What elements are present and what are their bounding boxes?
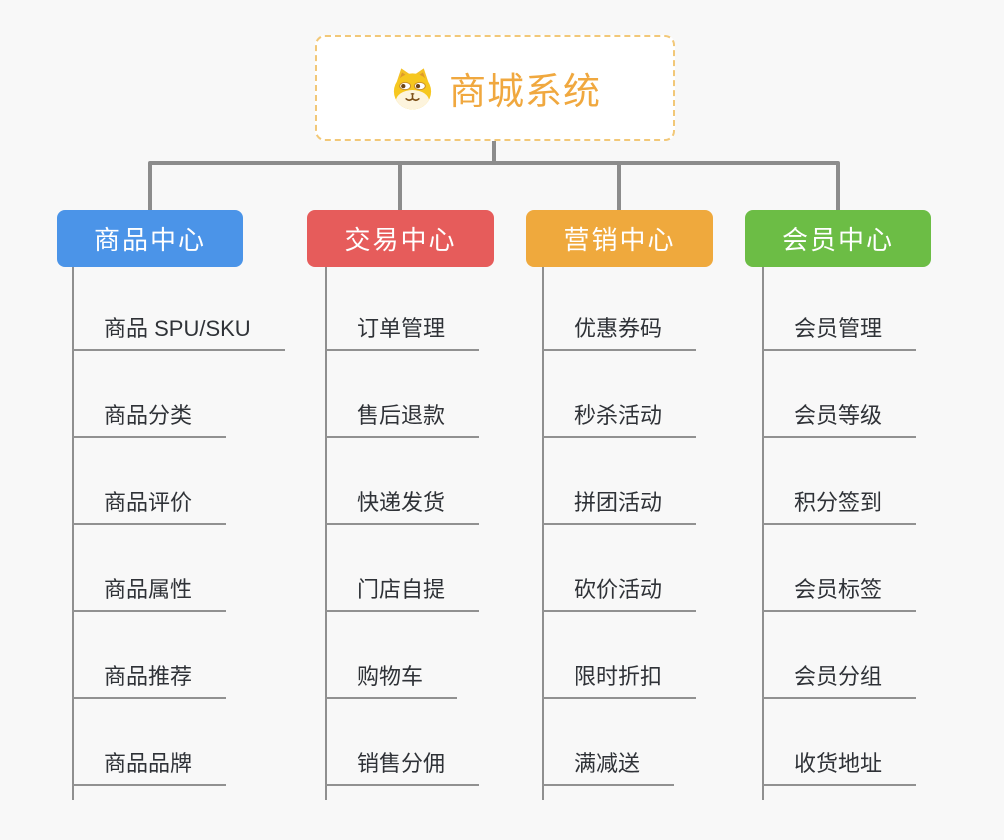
leaf-node[interactable]: 满减送 <box>542 699 675 786</box>
connector-column-trunk <box>325 267 327 800</box>
leaf-node[interactable]: 快递发货 <box>325 438 480 525</box>
root-node-mall-system[interactable]: 商城系统 <box>315 35 675 141</box>
leaf-node[interactable]: 售后退款 <box>325 351 480 438</box>
connector-branch-stub <box>617 163 621 210</box>
leaf-node[interactable]: 会员标签 <box>762 525 917 612</box>
leaf-node[interactable]: 砍价活动 <box>542 525 697 612</box>
connector-branch-stub <box>148 163 152 210</box>
branch-node-trade-center[interactable]: 交易中心 <box>307 210 494 267</box>
shiba-dog-icon <box>393 67 432 110</box>
leaf-node[interactable]: 积分签到 <box>762 438 917 525</box>
leaf-node[interactable]: 门店自提 <box>325 525 480 612</box>
leaf-node[interactable]: 秒杀活动 <box>542 351 697 438</box>
connector-root-stub <box>492 140 496 163</box>
branch-items-trade-center: 订单管理 售后退款 快递发货 门店自提 购物车 销售分佣 <box>325 264 480 786</box>
branch-items-member-center: 会员管理 会员等级 积分签到 会员标签 会员分组 收货地址 <box>762 264 917 786</box>
connector-column-trunk <box>542 267 544 800</box>
leaf-node[interactable]: 会员分组 <box>762 612 917 699</box>
branch-items-marketing-center: 优惠券码 秒杀活动 拼团活动 砍价活动 限时折扣 满减送 <box>542 264 697 786</box>
leaf-node[interactable]: 优惠券码 <box>542 264 697 351</box>
branch-node-product-center[interactable]: 商品中心 <box>57 210 243 267</box>
leaf-node[interactable]: 购物车 <box>325 612 458 699</box>
leaf-node[interactable]: 限时折扣 <box>542 612 697 699</box>
leaf-node[interactable]: 商品品牌 <box>72 699 227 786</box>
leaf-node[interactable]: 会员等级 <box>762 351 917 438</box>
leaf-node[interactable]: 商品 SPU/SKU <box>72 264 285 351</box>
connector-branch-stub <box>836 163 840 210</box>
leaf-node[interactable]: 商品推荐 <box>72 612 227 699</box>
leaf-node[interactable]: 拼团活动 <box>542 438 697 525</box>
leaf-node[interactable]: 商品评价 <box>72 438 227 525</box>
leaf-node[interactable]: 销售分佣 <box>325 699 480 786</box>
leaf-node[interactable]: 订单管理 <box>325 264 480 351</box>
leaf-node[interactable]: 商品分类 <box>72 351 227 438</box>
root-title: 商城系统 <box>449 71 601 112</box>
connector-branch-stub <box>398 163 402 210</box>
connector-column-trunk <box>762 267 764 800</box>
branch-node-marketing-center[interactable]: 营销中心 <box>526 210 713 267</box>
branch-node-member-center[interactable]: 会员中心 <box>745 210 931 267</box>
connector-column-trunk <box>72 267 74 800</box>
connector-horizontal <box>148 161 840 165</box>
leaf-node[interactable]: 会员管理 <box>762 264 917 351</box>
branch-items-product-center: 商品 SPU/SKU 商品分类 商品评价 商品属性 商品推荐 商品品牌 <box>72 264 285 786</box>
leaf-node[interactable]: 商品属性 <box>72 525 227 612</box>
leaf-node[interactable]: 收货地址 <box>762 699 917 786</box>
